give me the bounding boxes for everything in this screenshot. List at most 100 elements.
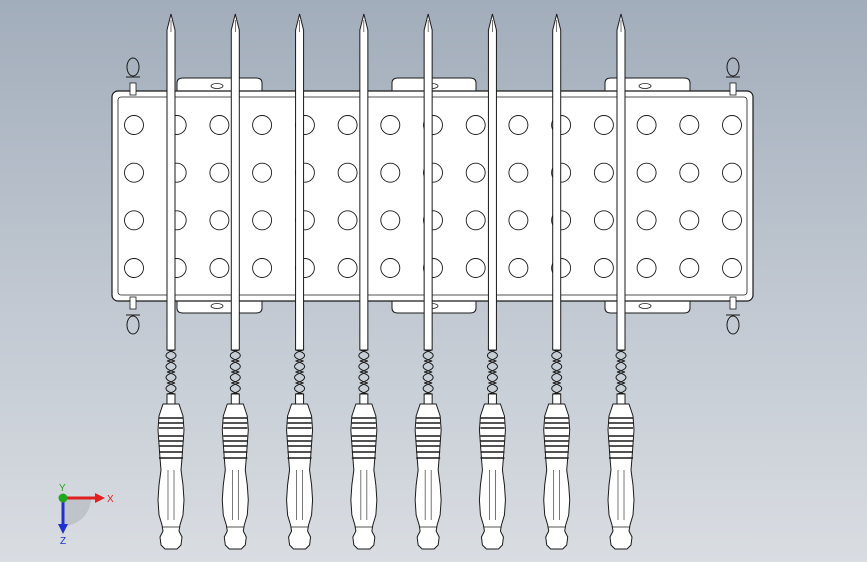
tray-hole (593, 162, 614, 183)
skewer-blade (616, 13, 626, 351)
tray-hole (722, 210, 742, 231)
tray-hole (337, 162, 358, 183)
corner-hook (126, 296, 140, 335)
skewer-twist (424, 349, 434, 395)
skewer-handle (478, 403, 506, 550)
tray-hole (679, 258, 700, 278)
tray-hole (722, 162, 742, 183)
x-axis-arrowhead (95, 493, 105, 503)
tray-bottom-tab (604, 300, 691, 314)
tray-hole (209, 162, 230, 183)
tray-hole (722, 115, 742, 135)
skewer-handle (543, 403, 571, 550)
tray-hole (636, 115, 657, 135)
tray-hole (636, 162, 657, 183)
skewer-blade (295, 13, 305, 351)
skewer-twist (295, 349, 306, 395)
tray-hole (380, 210, 401, 231)
tray-hole (508, 115, 529, 135)
tray-hole (252, 258, 273, 278)
skewer-ferrule (552, 393, 562, 405)
skewer-blade (423, 13, 433, 351)
tab-slot (638, 303, 652, 309)
tab-slot (210, 303, 224, 309)
skewer-ferrule (487, 393, 497, 405)
skewer-handle (157, 403, 185, 550)
skewer-twist (615, 349, 626, 395)
tray-hole (508, 258, 529, 278)
tray-hole (252, 162, 273, 183)
skewer[interactable] (414, 13, 442, 550)
skewer[interactable] (607, 13, 635, 550)
skewer[interactable] (543, 13, 571, 550)
skewer-twist (551, 349, 561, 395)
hook-bracket (729, 296, 737, 310)
orientation-triad: XYZ (58, 483, 114, 547)
hook-ring (726, 315, 740, 335)
skewer[interactable] (350, 13, 378, 550)
x-axis-label: X (107, 494, 114, 505)
tray-hole (124, 162, 144, 183)
hook-ring (126, 315, 140, 335)
y-axis-label: Y (59, 483, 66, 494)
tray-hole (252, 115, 273, 135)
skewer-ferrule (423, 393, 433, 405)
skewer-blade (230, 13, 240, 351)
skewer-handle (414, 403, 442, 550)
tray-hole (636, 210, 657, 231)
skewer[interactable] (286, 13, 314, 550)
skewer-ferrule (295, 393, 305, 405)
skewer-blade (487, 13, 497, 351)
tray-hole (508, 162, 529, 183)
skewer[interactable] (221, 13, 249, 550)
tray-hole (209, 115, 230, 135)
skewer-twist (359, 349, 370, 395)
skewer-twist (358, 349, 368, 395)
tray-hole (679, 115, 700, 135)
skewer[interactable] (478, 13, 506, 550)
skewer-blade (359, 13, 369, 351)
skewer-blade (552, 13, 562, 351)
tray-hole (465, 115, 486, 135)
tray-hole (465, 258, 486, 278)
skewer-handle (286, 403, 314, 550)
skewer[interactable] (157, 13, 185, 550)
tray-hole (124, 115, 144, 135)
hook-bracket (129, 82, 137, 96)
tab-slot (210, 83, 224, 89)
skewer-twist (422, 349, 433, 395)
corner-hook (726, 296, 740, 335)
skewer-ferrule (230, 393, 240, 405)
tray-hole (380, 258, 401, 278)
corner-hook (726, 57, 740, 96)
z-axis-arrowhead (58, 524, 68, 534)
hook-ring (726, 57, 740, 77)
skewer-twist (231, 349, 241, 395)
tray-hole (465, 210, 486, 231)
tab-slot (638, 83, 652, 89)
tray-hole (380, 162, 401, 183)
corner-hook (126, 57, 140, 96)
skewer-twist (229, 349, 240, 395)
tray-hole (124, 258, 144, 278)
y-axis-dot (58, 493, 68, 503)
tray-hole (722, 258, 742, 278)
skewer-ferrule (166, 393, 176, 405)
hook-bracket (729, 82, 737, 96)
tray-hole (593, 115, 614, 135)
skewer-handle (350, 403, 378, 550)
tray-hole (465, 162, 486, 183)
tray-hole (252, 210, 273, 231)
tray-hole (124, 210, 144, 231)
skewer-twist (488, 349, 498, 395)
skewer-twist (294, 349, 304, 395)
tray-hole (636, 258, 657, 278)
tray-bottom-tab (391, 300, 477, 314)
tray-top-tab (391, 77, 477, 92)
tray-top-tab (176, 77, 263, 92)
tray-hole (337, 115, 358, 135)
tray-hole (508, 210, 529, 231)
skewer-blade (166, 13, 176, 351)
